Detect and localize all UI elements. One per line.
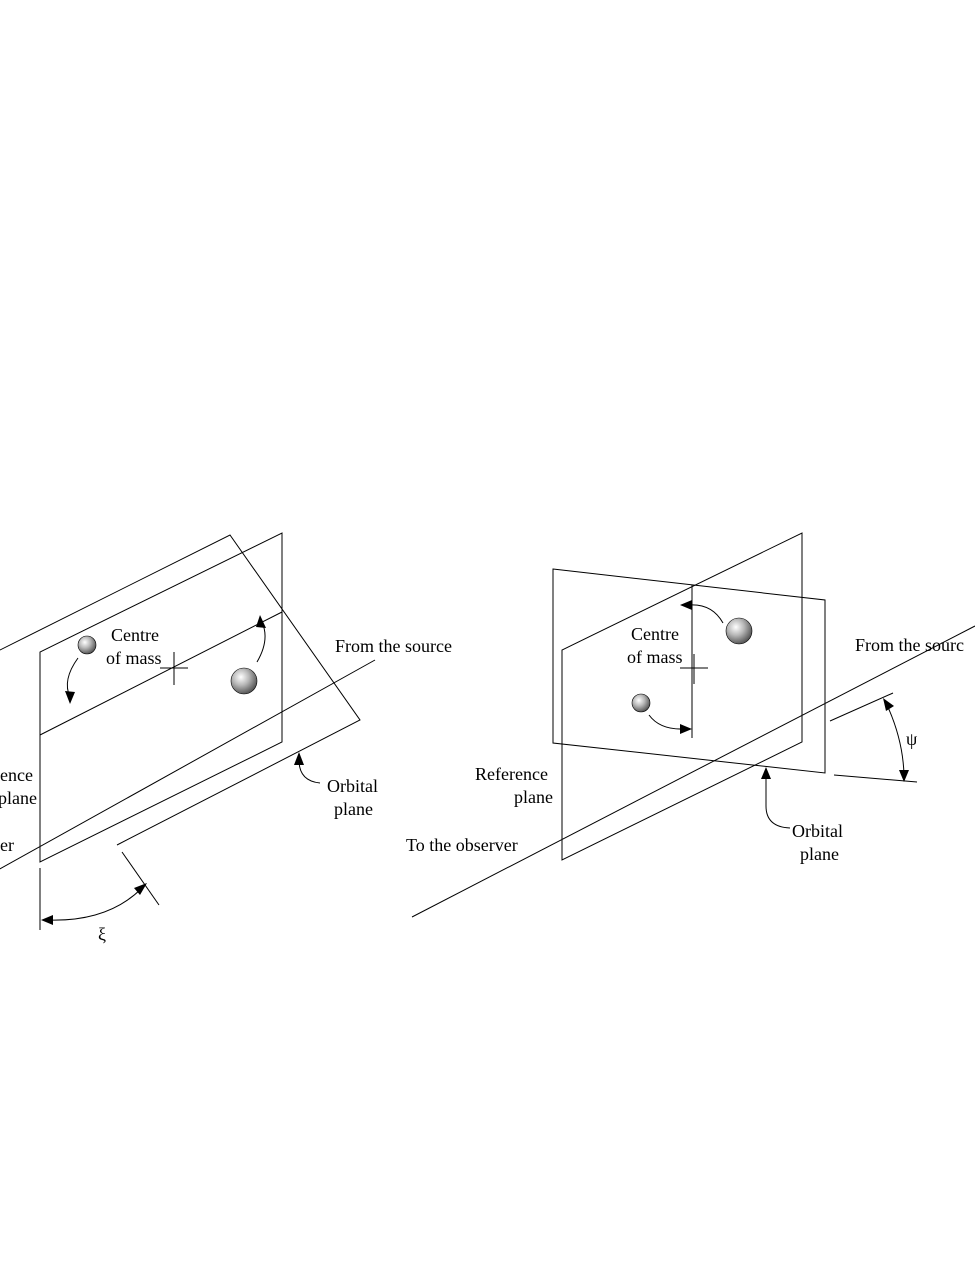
left-observer-label-fragment: er: [0, 835, 14, 855]
right-panel: Centre of mass From the sourc Reference …: [406, 532, 975, 918]
right-orbital-label-line1: Orbital: [792, 821, 843, 841]
left-xi-symbol: ξ: [98, 924, 106, 944]
right-psi-symbol: ψ: [906, 729, 918, 749]
right-orbital-plane: [561, 532, 803, 861]
left-line-of-sight: [0, 659, 376, 870]
left-small-body-motion-arrow: [66, 657, 79, 698]
right-orbital-label-line2: plane: [800, 844, 839, 864]
right-small-body: [631, 693, 651, 713]
left-small-body: [77, 635, 97, 655]
left-orbital-label-line1: Orbital: [327, 776, 378, 796]
right-reference-label-line1: Reference: [475, 764, 548, 784]
right-small-body-motion-arrow: [648, 714, 685, 730]
left-centre-label-line2: of mass: [106, 648, 162, 668]
left-reference-plane: [39, 532, 283, 863]
right-from-source-label: From the sourc: [855, 635, 964, 655]
right-psi-arrowhead-bottom: [899, 770, 909, 782]
right-centre-label-line2: of mass: [627, 647, 683, 667]
right-large-body: [725, 617, 753, 645]
right-psi-angle-arc: [886, 704, 905, 776]
right-large-body-motion-arrow: [687, 604, 724, 624]
left-orbital-pointer-arrowhead: [294, 752, 304, 765]
left-large-body: [230, 667, 258, 695]
left-intersection-line: [39, 611, 283, 736]
right-small-body-arrowhead: [680, 724, 692, 734]
right-psi-arrowhead-top: [883, 698, 894, 711]
right-line-of-sight: [411, 625, 975, 918]
left-reference-label-line1: ence: [0, 765, 33, 785]
right-psi-lower-extension: [833, 774, 918, 783]
right-reference-label-line2: plane: [514, 787, 553, 807]
left-xi-arrowhead-left: [41, 915, 53, 925]
right-centre-label-line1: Centre: [631, 624, 679, 644]
left-xi-tilted-extension: [121, 851, 160, 906]
left-large-body-motion-arrow: [256, 621, 266, 663]
right-large-body-arrowhead: [680, 600, 692, 610]
left-reference-label-line2: plane: [0, 788, 37, 808]
left-orbital-label-line2: plane: [334, 799, 373, 819]
left-panel: Centre of mass From the source Orbital p…: [0, 532, 452, 944]
right-to-observer-label: To the observer: [406, 835, 518, 855]
right-orbital-pointer-arrowhead: [761, 767, 771, 779]
left-small-body-arrowhead: [65, 691, 75, 704]
right-reference-plane: [552, 568, 826, 774]
right-psi-upper-extension: [829, 692, 894, 722]
left-from-source-label: From the source: [335, 636, 452, 656]
left-xi-angle-arc: [47, 887, 143, 921]
left-large-body-arrowhead: [256, 615, 266, 628]
left-xi-arrowhead-right: [134, 883, 147, 895]
left-orbital-plane: [0, 534, 361, 846]
right-orbital-pointer: [765, 774, 791, 829]
left-centre-label-line1: Centre: [111, 625, 159, 645]
